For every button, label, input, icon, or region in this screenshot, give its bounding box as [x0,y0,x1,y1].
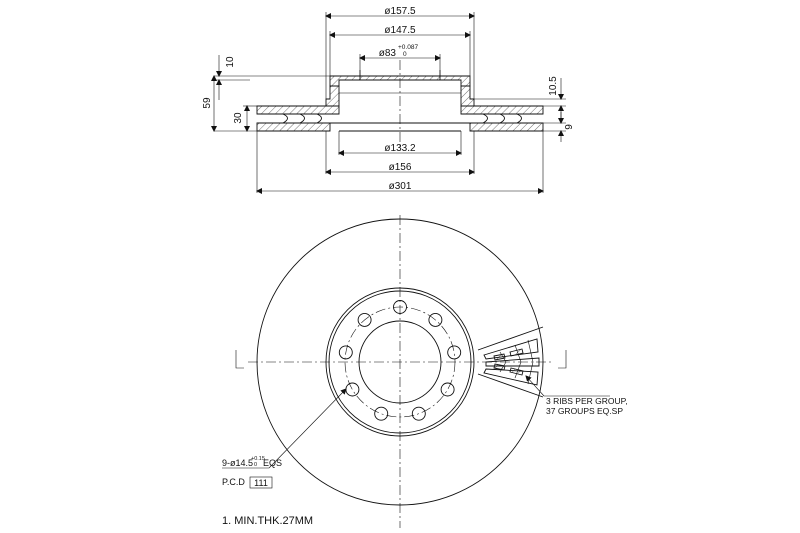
section-view: ø157.5 ø147.5 ø83 +0.087 0 ø133.2 ø156 ø… [202,6,575,194]
pcd-value: 111 [254,478,268,488]
hat-wall-right [460,85,475,107]
hat-inner-circle [328,290,472,434]
bolt-hole [411,406,426,421]
vent-ribs-left [282,113,322,124]
pcd-value-box [249,476,273,489]
dim-10-5: 10.5 [548,76,559,96]
dim-bore-tol-upper: +0.087 [398,44,418,51]
vent-ribs-detail [477,326,544,398]
bolt-holes [338,300,462,421]
dim-301: ø301 [389,181,412,192]
rib-wedge-outline [477,326,544,398]
hat-wall-left [325,85,340,107]
rib-hatch [493,348,524,376]
rib-1 [483,338,539,360]
section-mark-left [235,350,244,369]
dim-59: 59 [202,97,213,109]
dim-133-2: ø133.2 [384,143,416,154]
disc-plate-right-lower [469,122,544,132]
ribs-callout-line1: 3 RIBS PER GROUP, [546,396,628,406]
rib-2 [485,357,540,367]
dim-157-5: ø157.5 [384,6,416,17]
ribs-callout-line2: 37 GROUPS EQ.SP [546,406,623,416]
section-mark-right [558,350,567,369]
pcd-label: P.C.D [222,477,245,487]
dim-9: 9 [564,124,575,130]
dim-30: 30 [233,112,244,124]
disc-plate-right-upper [460,105,544,115]
bolt-hole [345,382,360,397]
disc-plate-left-upper [256,105,340,115]
hat-outer-circle [325,287,475,437]
dim-bore: ø83 [379,48,397,59]
vent-ribs-right [482,113,522,124]
bolt-hole [393,300,407,314]
holes-callout-prefix: 9-ø14.5 [222,458,253,468]
bolt-hole [428,312,443,327]
dim-156: ø156 [389,162,412,173]
holes-tol-upper: +0.15 [251,456,265,462]
holes-leader [268,388,347,469]
center-bore-circle [358,320,442,404]
holes-callout-suffix: EQS [263,458,282,468]
disc-outer-circle [256,218,544,506]
min-thickness-note: 1. MIN.THK.27MM [222,515,314,527]
bolt-hole [357,312,372,327]
dim-147-5: ø147.5 [384,25,416,36]
front-view: 3 RIBS PER GROUP, 37 GROUPS EQ.SP 9-ø14.… [222,215,628,528]
ribs-leader [525,375,545,397]
holes-tol-lower: 0 [254,462,257,468]
bolt-hole [440,382,455,397]
bolt-hole [374,406,389,421]
bolt-hole [338,345,353,360]
dim-bore-tol-lower: 0 [403,51,407,58]
bolt-hole [447,345,462,360]
pcd-circle [344,306,456,418]
dim-10: 10 [225,56,236,68]
disc-plate-left-lower [256,122,331,132]
